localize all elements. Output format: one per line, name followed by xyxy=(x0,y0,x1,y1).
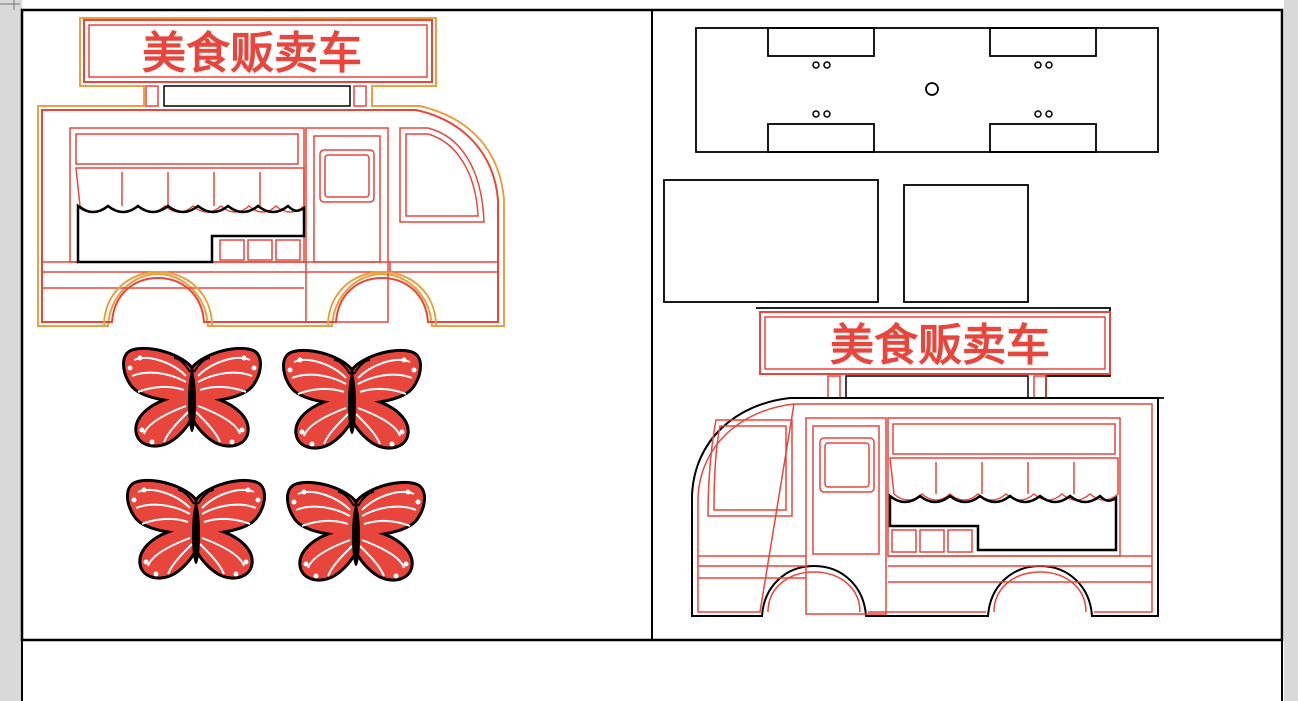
selection-outline xyxy=(37,17,505,327)
sign-title-right: 美食贩卖车 xyxy=(830,320,1050,371)
food-truck-left[interactable]: 美食贩卖车 xyxy=(37,17,505,327)
ruler-corner xyxy=(0,0,20,10)
side-panel-large[interactable] xyxy=(663,179,879,303)
sign-board xyxy=(759,311,1111,375)
sign-title-left: 美食贩卖车 xyxy=(142,28,362,79)
sign-board xyxy=(83,19,433,83)
truck-body xyxy=(41,109,499,323)
side-panel-small[interactable] xyxy=(903,184,1029,303)
food-truck-right[interactable]: 美食贩卖车 xyxy=(691,307,1164,617)
truck-base-plate[interactable] xyxy=(695,27,1159,153)
